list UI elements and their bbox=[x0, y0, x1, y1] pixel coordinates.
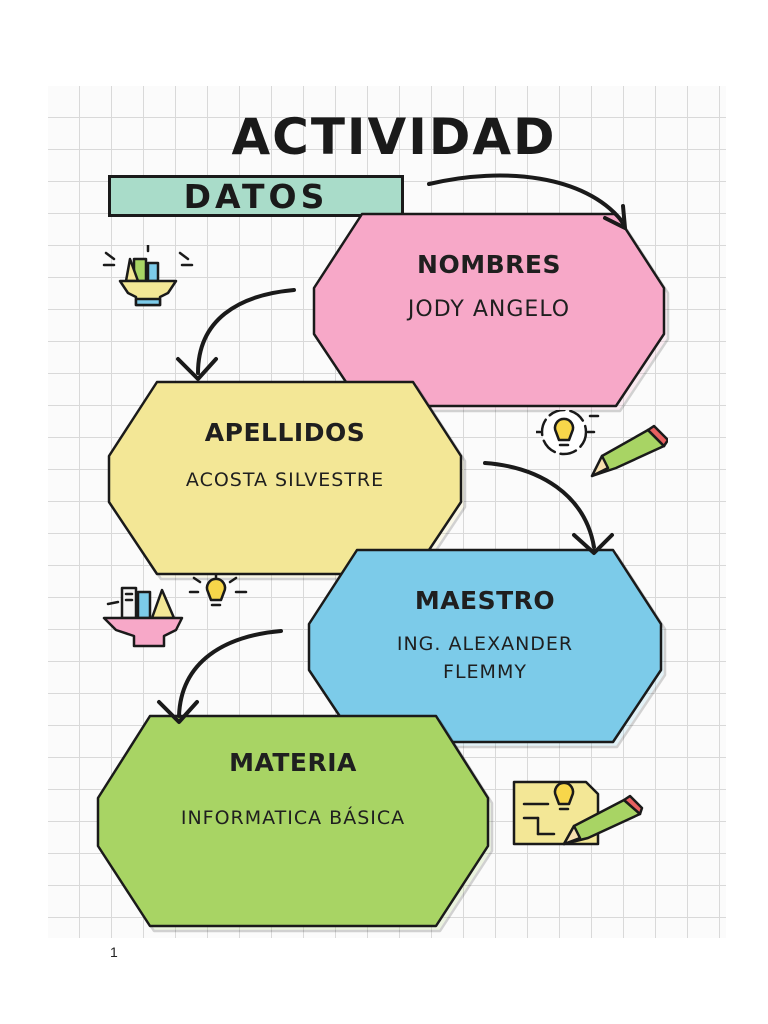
card-value: JODY ANGELO bbox=[407, 297, 571, 322]
card-materia: MATERIA INFORMATICA BÁSICA bbox=[96, 712, 494, 933]
datos-label-box: DATOS bbox=[108, 175, 404, 217]
card-value: ACOSTA SILVESTRE bbox=[185, 469, 385, 491]
arrow-apellidos-to-maestro bbox=[483, 461, 614, 555]
card-maestro-fill bbox=[307, 548, 663, 744]
page-number: 1 bbox=[110, 944, 118, 960]
datos-label: DATOS bbox=[183, 176, 329, 216]
cup-pencils-icon bbox=[102, 245, 194, 307]
card-nombres-fill bbox=[312, 212, 666, 408]
card-heading: MATERIA bbox=[229, 748, 357, 777]
arrow-maestro-to-materia bbox=[157, 629, 283, 724]
arrow-nombres-to-apellidos bbox=[176, 288, 296, 381]
card-nombres: NOMBRES JODY ANGELO bbox=[312, 210, 670, 413]
card-heading: MAESTRO bbox=[414, 586, 556, 615]
card-materia-fill bbox=[96, 714, 490, 928]
card-heading: APELLIDOS bbox=[204, 418, 366, 447]
document-pencil-icon bbox=[512, 780, 644, 846]
hexagon-shape bbox=[96, 714, 494, 933]
card-maestro: MAESTRO ING. ALEXANDER FLEMMY bbox=[307, 546, 667, 749]
lightbulb-pencil-icon bbox=[536, 410, 668, 478]
card-value: INFORMATICA BÁSICA bbox=[180, 807, 406, 829]
hexagon-shape bbox=[107, 380, 467, 581]
page-title: ACTIVIDAD bbox=[231, 108, 557, 166]
books-cup-lightbulb-icon bbox=[102, 574, 248, 648]
card-heading: NOMBRES bbox=[417, 250, 561, 279]
hexagon-shape bbox=[312, 212, 670, 413]
card-value: ING. ALEXANDER FLEMMY bbox=[396, 633, 574, 683]
card-apellidos: APELLIDOS ACOSTA SILVESTRE bbox=[107, 378, 467, 581]
hexagon-shape bbox=[307, 548, 667, 749]
arrow-datos-to-nombres bbox=[427, 173, 627, 230]
